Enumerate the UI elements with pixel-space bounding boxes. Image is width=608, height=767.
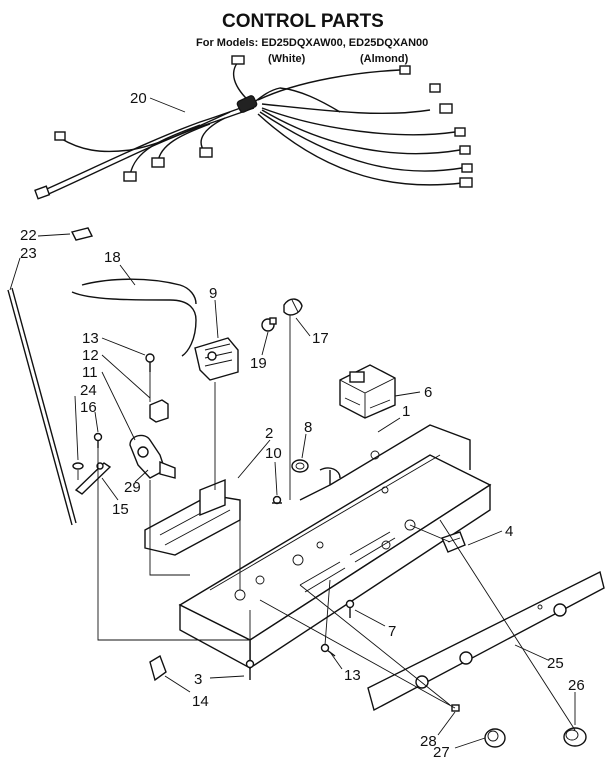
- callout-16: 16: [80, 399, 97, 416]
- screw-13b: [320, 643, 336, 657]
- callout-11: 11: [82, 364, 98, 381]
- switch-4: [441, 531, 466, 553]
- callout-27: 27: [433, 744, 450, 761]
- washer-24: [72, 462, 84, 470]
- control-panel-25: [367, 570, 605, 712]
- callout-29: 29: [124, 479, 141, 496]
- thermostat-29: [129, 434, 176, 479]
- clip-12: [149, 399, 169, 423]
- callout-13b: 13: [344, 667, 361, 684]
- callout-24: 24: [80, 382, 97, 399]
- callout-9: 9: [209, 285, 217, 302]
- callout-6: 6: [424, 384, 432, 401]
- callout-25: 25: [547, 655, 564, 672]
- callout-3: 3: [194, 671, 202, 688]
- callout-26: 26: [568, 677, 585, 694]
- callout-8: 8: [304, 419, 312, 436]
- white-label: (White): [268, 53, 306, 65]
- light-socket-17: [283, 298, 303, 316]
- clip-14: [149, 654, 167, 682]
- control-housing-1: [178, 424, 492, 670]
- screw-13: [145, 353, 155, 372]
- light-bulb-19: [261, 317, 277, 332]
- screw-3: [245, 659, 255, 680]
- callout-12: 12: [82, 347, 99, 364]
- clip-22: [70, 227, 94, 241]
- callout-1: 1: [402, 403, 410, 420]
- callout-17: 17: [312, 330, 329, 347]
- callout-15: 15: [112, 501, 129, 518]
- switch-9: [194, 337, 239, 381]
- callout-22: 22: [20, 227, 37, 244]
- bracket-2: [144, 478, 241, 556]
- callout-leaders: [9, 97, 576, 749]
- wiring-harness: [34, 55, 473, 200]
- rod-23: [7, 287, 77, 526]
- callout-14: 14: [192, 693, 209, 710]
- callout-23: 23: [20, 245, 37, 262]
- callout-19: 19: [250, 355, 267, 372]
- callout-10: 10: [265, 445, 282, 462]
- callout-4: 4: [505, 523, 513, 540]
- assembly-lines: [77, 315, 576, 731]
- knob-27: [484, 728, 506, 748]
- callout-7: 7: [388, 623, 396, 640]
- screw-7: [345, 599, 355, 618]
- knob-26: [563, 727, 587, 747]
- callout-28: 28: [420, 733, 437, 750]
- screw-16: [93, 432, 103, 448]
- lever-15: [74, 462, 112, 495]
- diagram-title: CONTROL PARTS: [222, 11, 384, 32]
- capillary-tube-18: [71, 291, 197, 357]
- callout-2: 2: [265, 425, 273, 442]
- models-line: For Models: ED25DQXAW00, ED25DQXAN00: [196, 37, 428, 49]
- callout-13a: 13: [82, 330, 99, 347]
- callout-18: 18: [104, 249, 121, 266]
- grommet-8: [291, 459, 309, 473]
- nut-28: [451, 704, 460, 712]
- almond-label: (Almond): [360, 53, 409, 65]
- screw-10: [272, 495, 282, 505]
- timer-6: [339, 364, 396, 419]
- callout-20: 20: [130, 90, 147, 107]
